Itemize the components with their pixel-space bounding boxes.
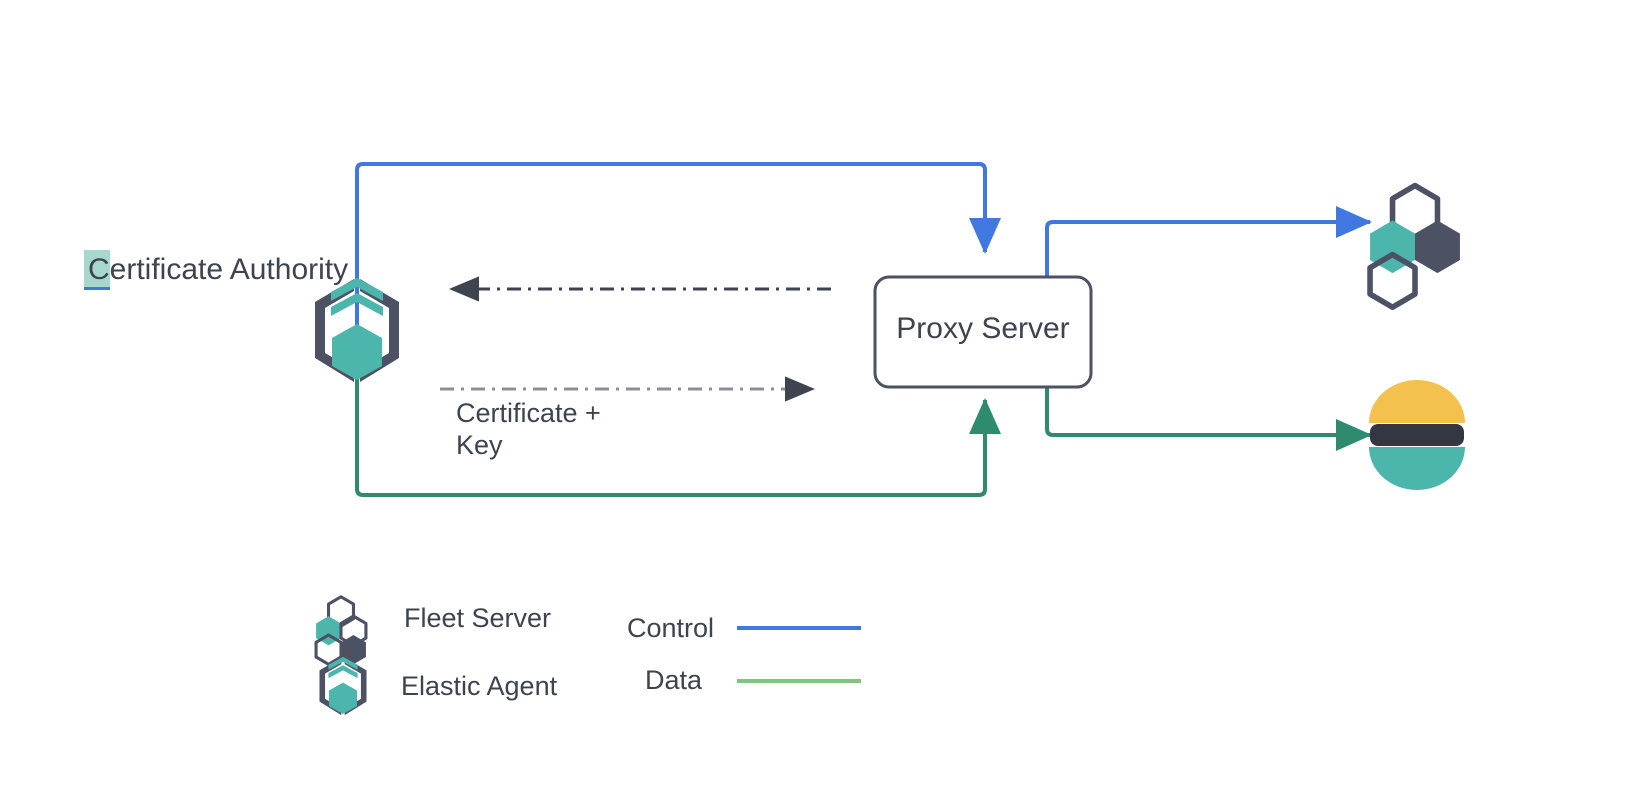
legend-line-label-control: Control — [627, 613, 715, 643]
certificate-authority-label: Certificate Authority — [84, 250, 349, 290]
certificate-authority-label-rest: ertificate Authority — [109, 253, 349, 286]
elasticsearch-icon — [1369, 380, 1465, 490]
legend-elastic-agent-icon — [319, 656, 367, 716]
legend-fleet-server-icon — [314, 595, 368, 666]
certificate-key-edge-label: Certificate + Key — [456, 398, 601, 460]
edge-agent-to-proxy-data — [355, 365, 1001, 497]
edge-agent-to-proxy-control — [355, 162, 1001, 330]
proxy-server-box[interactable] — [873, 275, 1093, 389]
certificate-authority-highlighted-char: C — [84, 250, 110, 290]
edge-proxy-to-elasticsearch-data — [1045, 330, 1372, 451]
legend-line-label-data: Data — [645, 665, 703, 695]
legend-item-label-elastic-agent: Elastic Agent — [401, 671, 558, 701]
edge-proxy-to-fleet-control — [1045, 206, 1372, 330]
fleet-server-icon — [1367, 182, 1460, 311]
elastic-agent-icon — [315, 278, 399, 382]
proxy-server-label: Proxy Server — [896, 312, 1070, 345]
legend-item-label-fleet-server: Fleet Server — [404, 603, 552, 633]
